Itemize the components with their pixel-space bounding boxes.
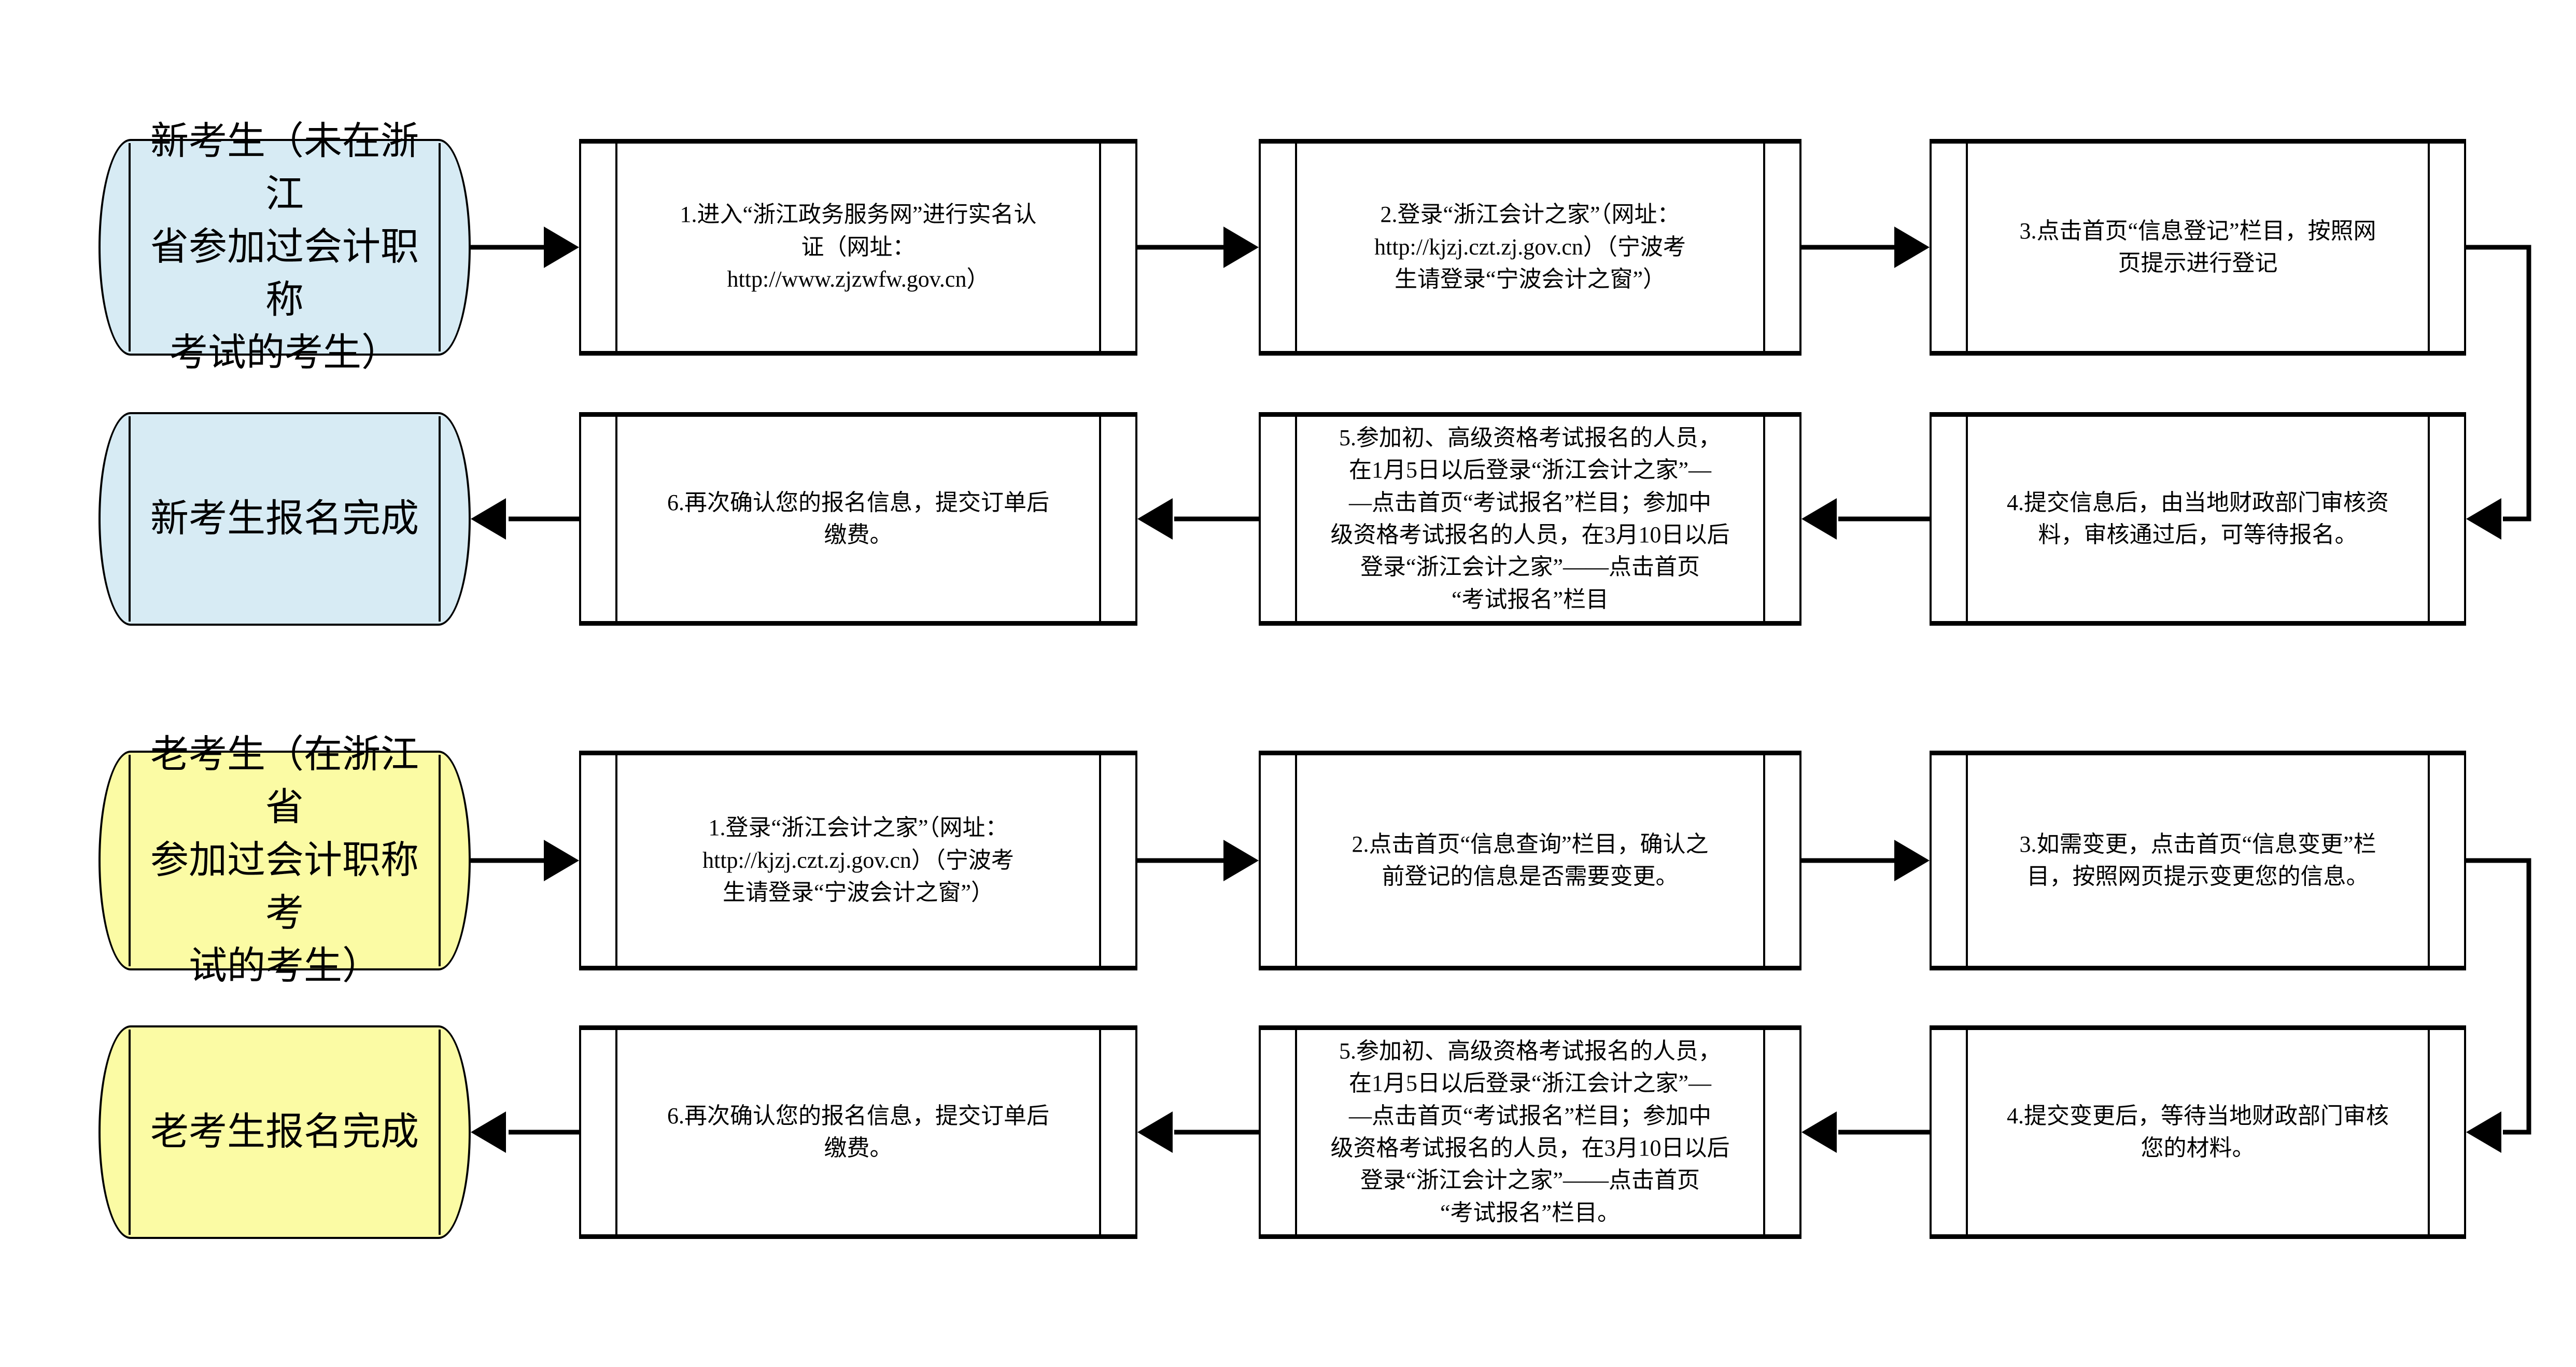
inner-line — [1966, 417, 1968, 621]
process-old-step3-info-change: 3.如需变更，点击首页“信息变更”栏 目，按照网页提示变更您的信息。 — [1930, 751, 2466, 970]
inner-line — [129, 755, 131, 966]
inner-line — [2428, 1030, 2430, 1234]
arrowhead-right-icon — [544, 840, 579, 881]
inner-line — [1099, 417, 1101, 621]
node-label: 4.提交变更后，等待当地财政部门审核 您的材料。 — [2007, 1103, 2389, 1161]
terminator-old-candidate-done: 老考生报名完成 — [98, 1025, 471, 1239]
inner-line — [1966, 755, 1968, 966]
process-old-step1-login-site: 1.登录“浙江会计之家”（网址： http://kjzj.czt.zj.gov.… — [579, 751, 1137, 970]
process-new-step2-login-site: 2.登录“浙江会计之家”（网址： http://kjzj.czt.zj.gov.… — [1259, 139, 1801, 356]
process-new-step1-real-name-auth: 1.进入“浙江政务服务网”进行实名认 证（网址： http://www.zjzw… — [579, 139, 1137, 356]
node-label: 3.如需变更，点击首页“信息变更”栏 目，按照网页提示变更您的信息。 — [2019, 831, 2376, 889]
terminator-new-candidate-done: 新考生报名完成 — [98, 412, 471, 626]
inner-line — [1099, 144, 1101, 351]
inner-line — [2428, 755, 2430, 966]
node-label: 1.登录“浙江会计之家”（网址： http://kjzj.czt.zj.gov.… — [702, 815, 1014, 906]
arrowhead-right-icon — [1894, 840, 1930, 881]
arrowhead-right-icon — [1223, 840, 1259, 881]
node-label: 1.进入“浙江政务服务网”进行实名认 证（网址： http://www.zjzw… — [680, 202, 1037, 292]
arrowhead-left-icon — [471, 1111, 506, 1153]
node-label: 新考生（未在浙江 省参加过会计职称 考试的考生） — [150, 120, 419, 375]
terminator-old-candidate-start: 老考生（在浙江省 参加过会计职称考 试的考生） — [98, 734, 471, 988]
process-old-step4-review-change: 4.提交变更后，等待当地财政部门审核 您的材料。 — [1930, 1025, 2466, 1239]
node-label: 老考生（在浙江省 参加过会计职称考 试的考生） — [150, 733, 419, 988]
inner-line — [439, 1030, 441, 1235]
inner-line — [615, 755, 617, 966]
node-label: 5.参加初、高级资格考试报名的人员， 在1月5日以后登录“浙江会计之家”— —点… — [1330, 425, 1730, 612]
inner-line — [439, 416, 441, 622]
process-new-step6-confirm-pay: 6.再次确认您的报名信息，提交订单后 缴费。 — [579, 412, 1137, 626]
inner-line — [1966, 1030, 1968, 1234]
inner-line — [1295, 144, 1297, 351]
inner-line — [1763, 144, 1765, 351]
arrowhead-left-icon — [1137, 498, 1173, 540]
arrowhead-left-icon — [2466, 498, 2501, 540]
inner-line — [1295, 755, 1297, 966]
elbow-new-step3-to-step4 — [2466, 245, 2531, 522]
inner-line — [615, 144, 617, 351]
inner-line — [129, 416, 131, 622]
arrowhead-left-icon — [1137, 1111, 1173, 1153]
inner-line — [1966, 144, 1968, 351]
arrowhead-right-icon — [1894, 227, 1930, 268]
node-label: 4.提交信息后，由当地财政部门审核资 料，审核通过后，可等待报名。 — [2007, 489, 2389, 547]
inner-line — [1763, 1030, 1765, 1234]
arrowhead-right-icon — [1223, 227, 1259, 268]
node-label: 2.登录“浙江会计之家”（网址： http://kjzj.czt.zj.gov.… — [1374, 202, 1686, 292]
process-new-step5-exam-signup: 5.参加初、高级资格考试报名的人员， 在1月5日以后登录“浙江会计之家”— —点… — [1259, 412, 1801, 626]
arrowhead-right-icon — [544, 227, 579, 268]
inner-line — [129, 1030, 131, 1235]
process-new-step4-review: 4.提交信息后，由当地财政部门审核资 料，审核通过后，可等待报名。 — [1930, 412, 2466, 626]
node-label: 3.点击首页“信息登记”栏目，按照网 页提示进行登记 — [2019, 218, 2376, 276]
inner-line — [129, 143, 131, 351]
inner-line — [1099, 755, 1101, 966]
terminator-new-candidate-start: 新考生（未在浙江 省参加过会计职称 考试的考生） — [98, 120, 471, 374]
arrowhead-left-icon — [2466, 1111, 2501, 1153]
inner-line — [2428, 417, 2430, 621]
node-label: 老考生报名完成 — [150, 1110, 419, 1153]
inner-line — [439, 755, 441, 966]
node-label: 6.再次确认您的报名信息，提交订单后 缴费。 — [667, 1103, 1049, 1161]
elbow-old-step3-to-step4 — [2466, 858, 2531, 1135]
node-label: 新考生报名完成 — [150, 497, 419, 540]
node-label: 2.点击首页“信息查询”栏目，确认之 前登记的信息是否需要变更。 — [1352, 831, 1709, 889]
inner-line — [1099, 1030, 1101, 1234]
arrowhead-left-icon — [471, 498, 506, 540]
node-label: 6.再次确认您的报名信息，提交订单后 缴费。 — [667, 489, 1049, 547]
inner-line — [1763, 417, 1765, 621]
inner-line — [1763, 755, 1765, 966]
process-old-step2-info-query: 2.点击首页“信息查询”栏目，确认之 前登记的信息是否需要变更。 — [1259, 751, 1801, 970]
process-new-step3-info-register: 3.点击首页“信息登记”栏目，按照网 页提示进行登记 — [1930, 139, 2466, 356]
inner-line — [1295, 1030, 1297, 1234]
node-label: 5.参加初、高级资格考试报名的人员， 在1月5日以后登录“浙江会计之家”— —点… — [1330, 1038, 1730, 1225]
process-old-step6-confirm-pay: 6.再次确认您的报名信息，提交订单后 缴费。 — [579, 1025, 1137, 1239]
inner-line — [615, 417, 617, 621]
inner-line — [1295, 417, 1297, 621]
inner-line — [2428, 144, 2430, 351]
arrowhead-left-icon — [1801, 498, 1837, 540]
inner-line — [615, 1030, 617, 1234]
arrowhead-left-icon — [1801, 1111, 1837, 1153]
inner-line — [439, 143, 441, 351]
process-old-step5-exam-signup: 5.参加初、高级资格考试报名的人员， 在1月5日以后登录“浙江会计之家”— —点… — [1259, 1025, 1801, 1239]
